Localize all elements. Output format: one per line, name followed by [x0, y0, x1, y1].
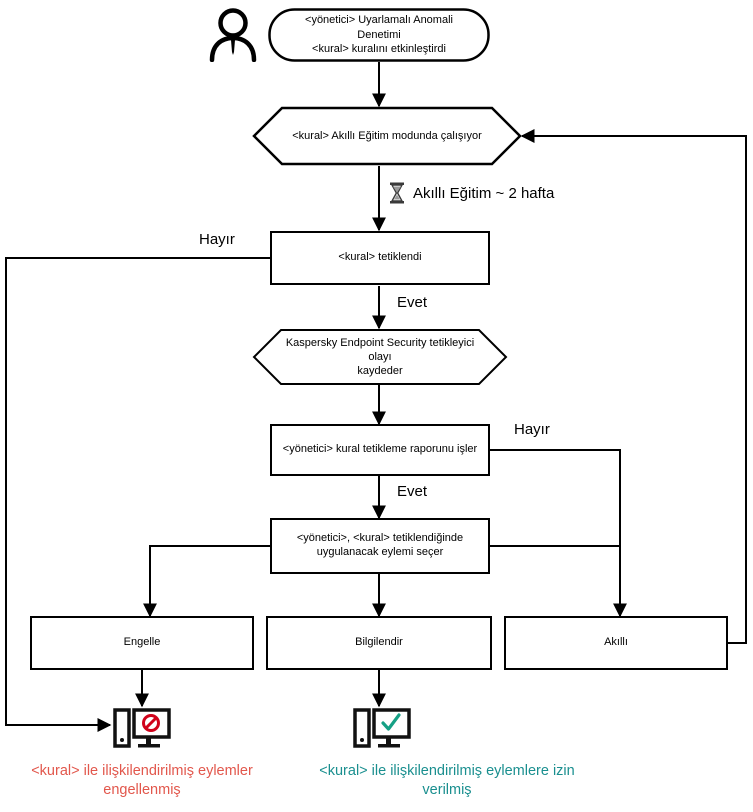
hourglass-icon	[388, 182, 406, 204]
edge-smart-loop-back	[520, 129, 747, 644]
node-start-line2: <kural> kuralını etkinleştirdi	[312, 43, 446, 56]
node-action-smart: Akıllı	[504, 616, 728, 670]
caption-allowed-line1: <kural> ile ilişkilendirilmiş eylemlere …	[319, 763, 575, 779]
node-select-action-text: <yönetici>, <kural> tetiklendiğinde uygu…	[297, 532, 463, 560]
edge-label-report-yes: Evet	[397, 483, 428, 500]
computer-blocked-icon	[113, 708, 171, 752]
edge-label-triggered-yes: Evet	[397, 294, 428, 311]
node-log-event-line1: Kaspersky Endpoint Security tetikleyici …	[285, 336, 475, 363]
node-log-event: Kaspersky Endpoint Security tetikleyici …	[252, 328, 508, 386]
node-start-line1: <yönetici> Uyarlamalı Anomali Denetimi	[305, 13, 453, 41]
node-rule-triggered-text: <kural> tetiklendi	[338, 251, 422, 264]
edge-action-to-block	[143, 545, 270, 618]
node-log-event-text: Kaspersky Endpoint Security tetikleyici …	[252, 336, 508, 379]
node-action-block: Engelle	[30, 616, 254, 670]
node-process-report: <yönetici> kural tetikleme raporunu işle…	[270, 424, 490, 476]
edge-report-no-to-smart	[490, 449, 627, 618]
admin-person-icon	[207, 6, 259, 63]
node-start: <yönetici> Uyarlamalı Anomali Denetimi <…	[268, 8, 490, 62]
node-log-event-line2: kaydeder	[357, 365, 403, 378]
node-select-action: <yönetici>, <kural> tetiklendiğinde uygu…	[270, 518, 490, 574]
node-action-inform-text: Bilgilendir	[355, 636, 403, 649]
node-process-report-text: <yönetici> kural tetikleme raporunu işle…	[282, 443, 478, 456]
timer-annotation-text: Akıllı Eğitim ~ 2 hafta	[413, 184, 555, 202]
computer-allowed-icon	[353, 708, 411, 752]
caption-allowed: <kural> ile ilişkilendirilmiş eylemlere …	[292, 762, 602, 800]
node-action-inform: Bilgilendir	[266, 616, 492, 670]
node-action-smart-text: Akıllı	[604, 636, 628, 649]
node-smart-mode-text: <kural> Akıllı Eğitim modunda çalışıyor	[292, 129, 482, 142]
caption-blocked-line2: engellenmiş	[103, 781, 181, 798]
edge-label-triggered-no: Hayır	[199, 231, 235, 248]
node-select-action-line1: <yönetici>, <kural> tetiklendiğinde	[296, 532, 464, 545]
edge-label-report-no: Hayır	[514, 421, 550, 438]
node-action-block-text: Engelle	[123, 636, 161, 649]
node-rule-triggered: <kural> tetiklendi	[270, 231, 490, 285]
node-start-text: <yönetici> Uyarlamalı Anomali Denetimi <…	[268, 13, 490, 58]
timer-annotation: Akıllı Eğitim ~ 2 hafta	[388, 182, 554, 204]
node-select-action-line2: uygulanacak eylemi seçer	[316, 546, 444, 558]
caption-blocked: <kural> ile ilişkilendirilmiş eylemler e…	[8, 762, 276, 800]
caption-allowed-line2: verilmiş	[422, 781, 472, 798]
caption-blocked-line1: <kural> ile ilişkilendirilmiş eylemler	[31, 763, 253, 779]
node-smart-mode: <kural> Akıllı Eğitim modunda çalışıyor	[252, 106, 522, 166]
